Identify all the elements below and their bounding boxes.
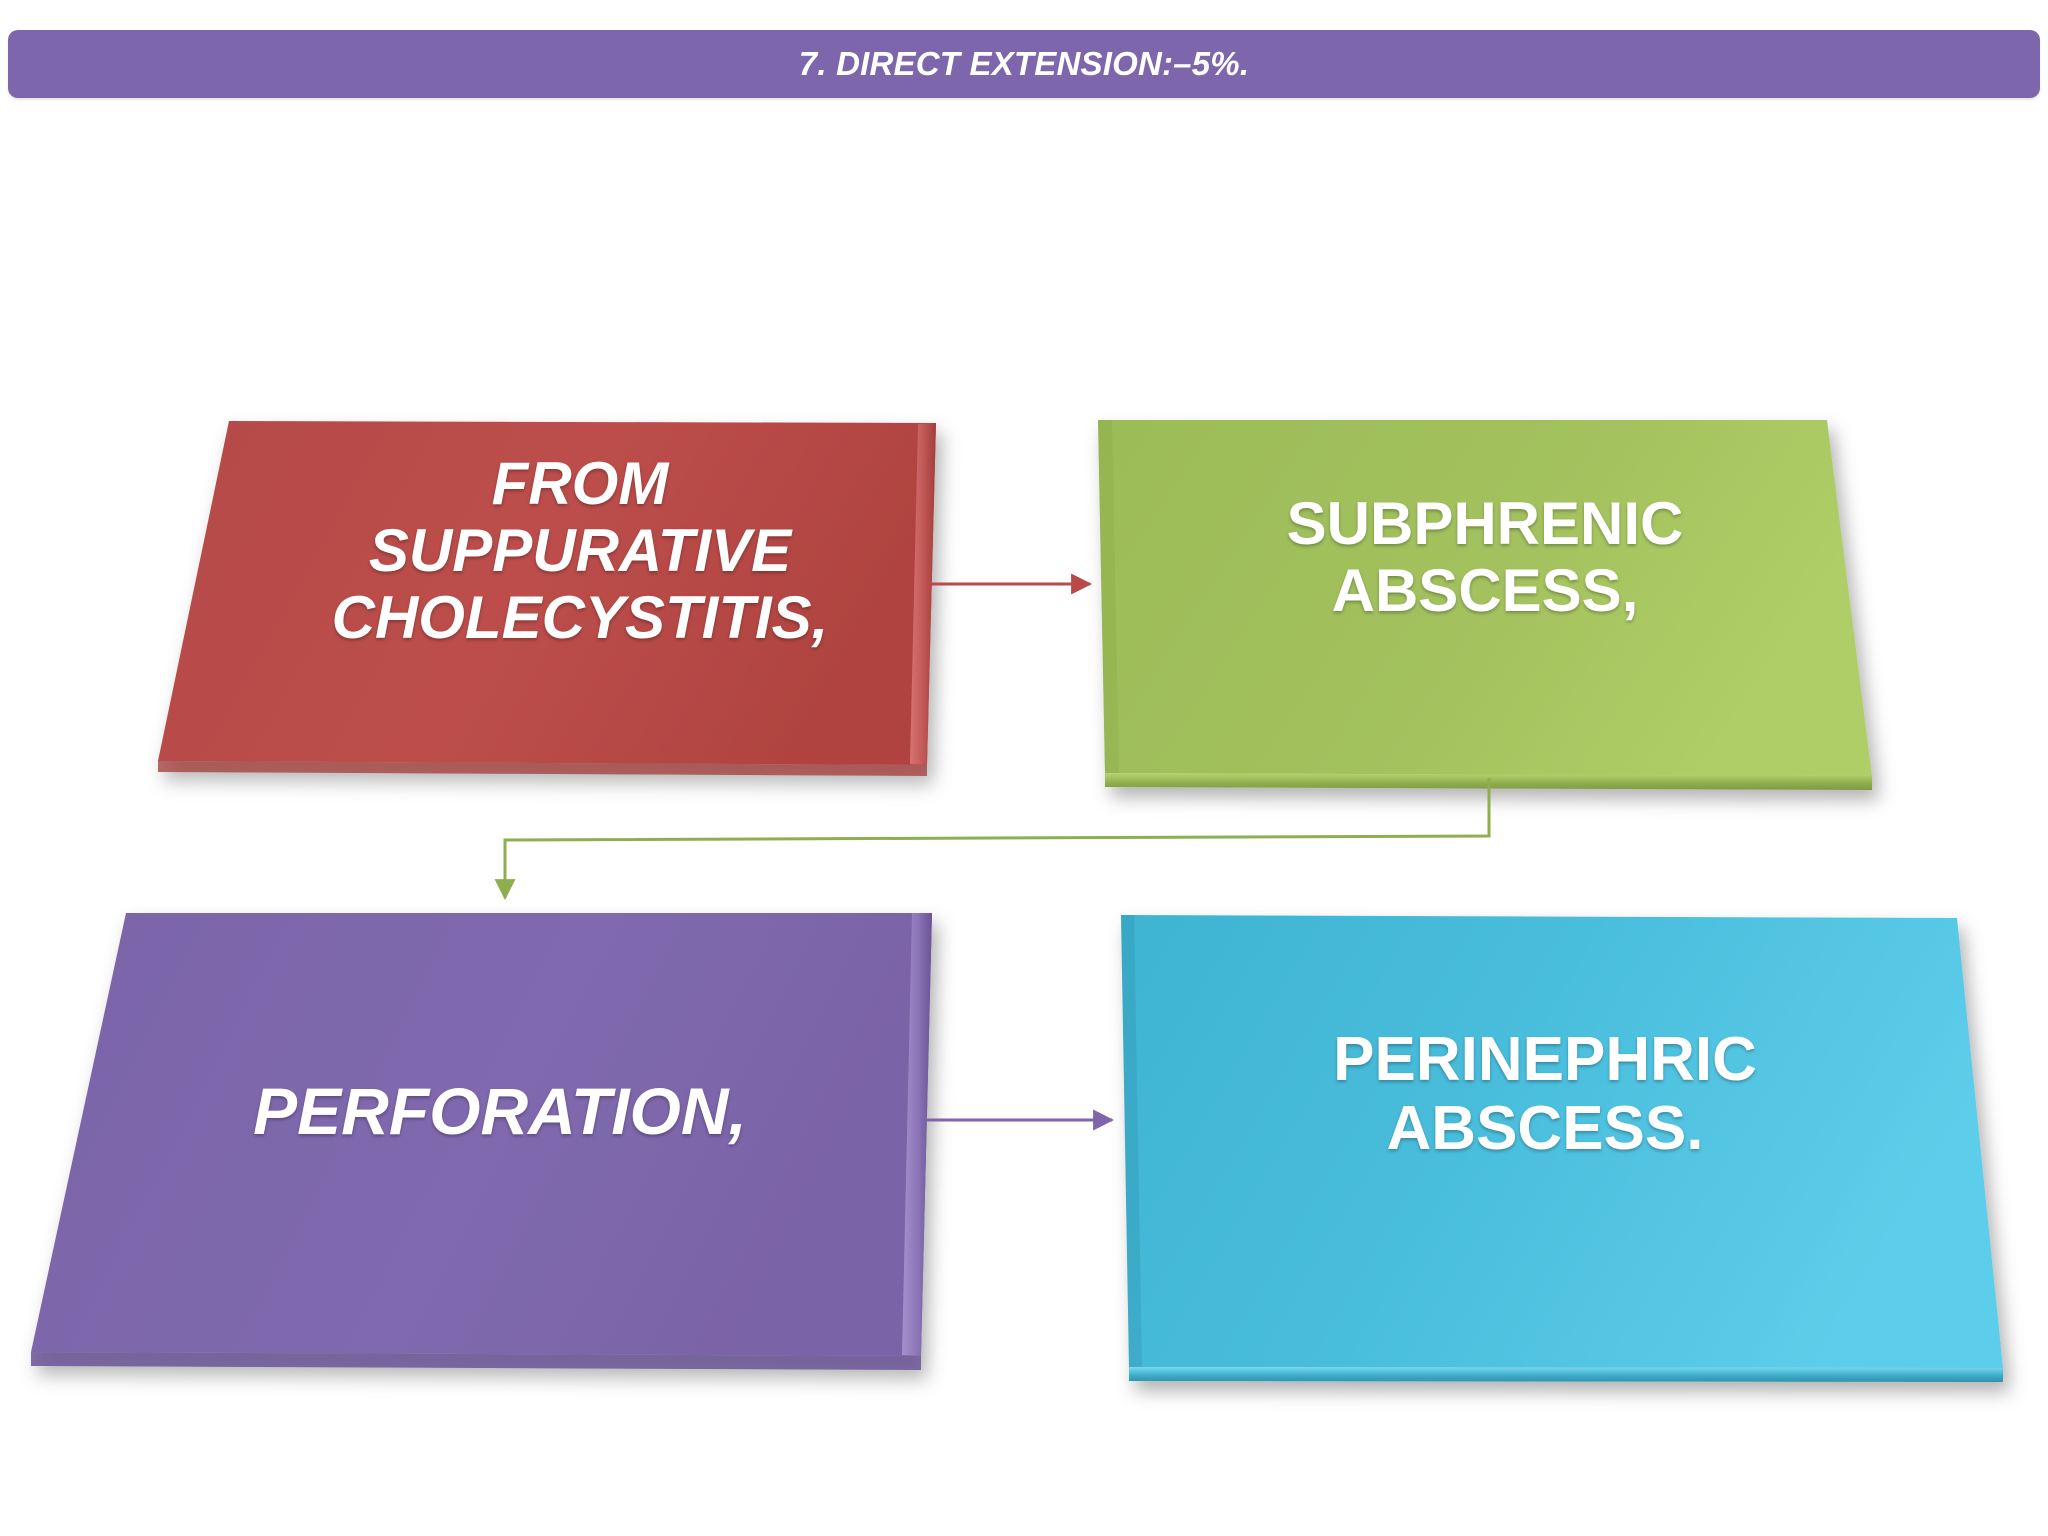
node-perforation-face <box>31 913 932 1356</box>
node-subphrenic-left-bevel <box>1098 420 1119 773</box>
node-source-face <box>158 421 936 765</box>
connector-subphrenic-to-perforation <box>494 778 1491 901</box>
node-perforation-right-bevel <box>902 913 932 1356</box>
node-source[interactable] <box>158 421 936 776</box>
node-source-right-bevel <box>910 423 936 765</box>
node-subphrenic-face <box>1098 420 1872 776</box>
node-subphrenic[interactable] <box>1098 420 1872 790</box>
node-perinephric-left-bevel <box>1121 915 1142 1367</box>
header-banner: 7. DIRECT EXTENSION:–5%. <box>8 30 2040 98</box>
node-perforation-bottom-bevel <box>31 1352 921 1370</box>
node-source-bottom-bevel <box>158 761 927 776</box>
node-perforation[interactable] <box>31 913 932 1370</box>
node-perinephric-bottom-bevel <box>1129 1367 2003 1382</box>
node-perinephric[interactable] <box>1121 915 2003 1382</box>
page-title: 7. DIRECT EXTENSION:–5%. <box>798 45 1250 82</box>
node-perinephric-face <box>1121 915 2003 1368</box>
